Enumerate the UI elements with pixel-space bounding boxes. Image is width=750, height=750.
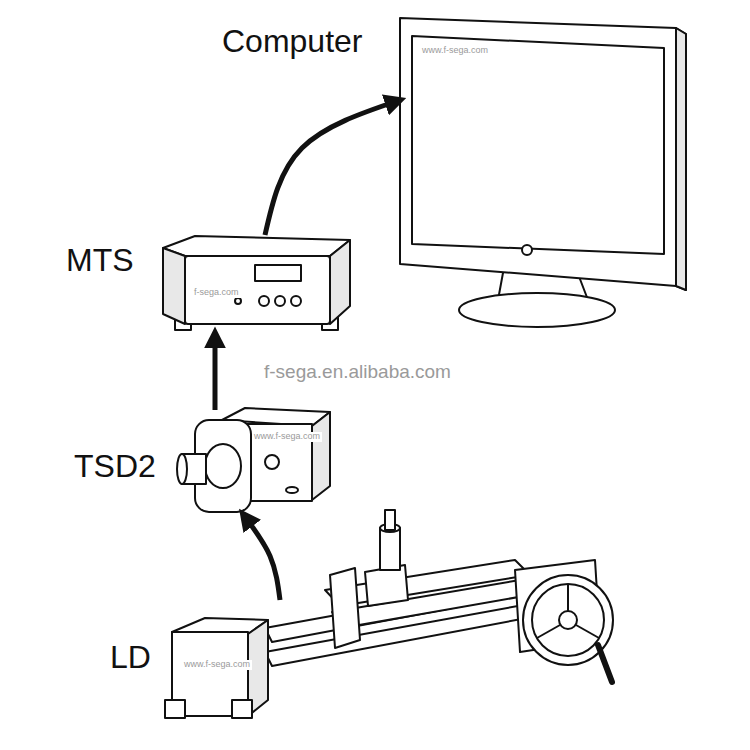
watermark: www.f-sega.com: [252, 432, 322, 442]
watermark: f-sega.com: [192, 288, 241, 298]
device-name: LD: [110, 640, 151, 675]
watermark: f-sega.en.alibaba.com: [262, 362, 453, 383]
watermark: www.f-sega.com: [182, 660, 252, 670]
ld-drawing: [165, 510, 613, 718]
device-name: Computer: [222, 24, 363, 59]
flow-arrow: [265, 100, 400, 235]
flow-arrow: [243, 514, 280, 600]
tsd2-drawing: [177, 408, 330, 512]
watermark: www.f-sega.com: [420, 46, 490, 56]
monitor-drawing: [400, 18, 686, 327]
device-node: TSD2: [178, 410, 332, 514]
device-name: TSD2: [74, 449, 156, 484]
device-name: MTS: [66, 243, 134, 278]
device-node: MTS: [160, 235, 352, 333]
flow-arrow: [213, 333, 218, 410]
mts-drawing: [163, 236, 350, 330]
device-node: Computer: [400, 18, 688, 328]
